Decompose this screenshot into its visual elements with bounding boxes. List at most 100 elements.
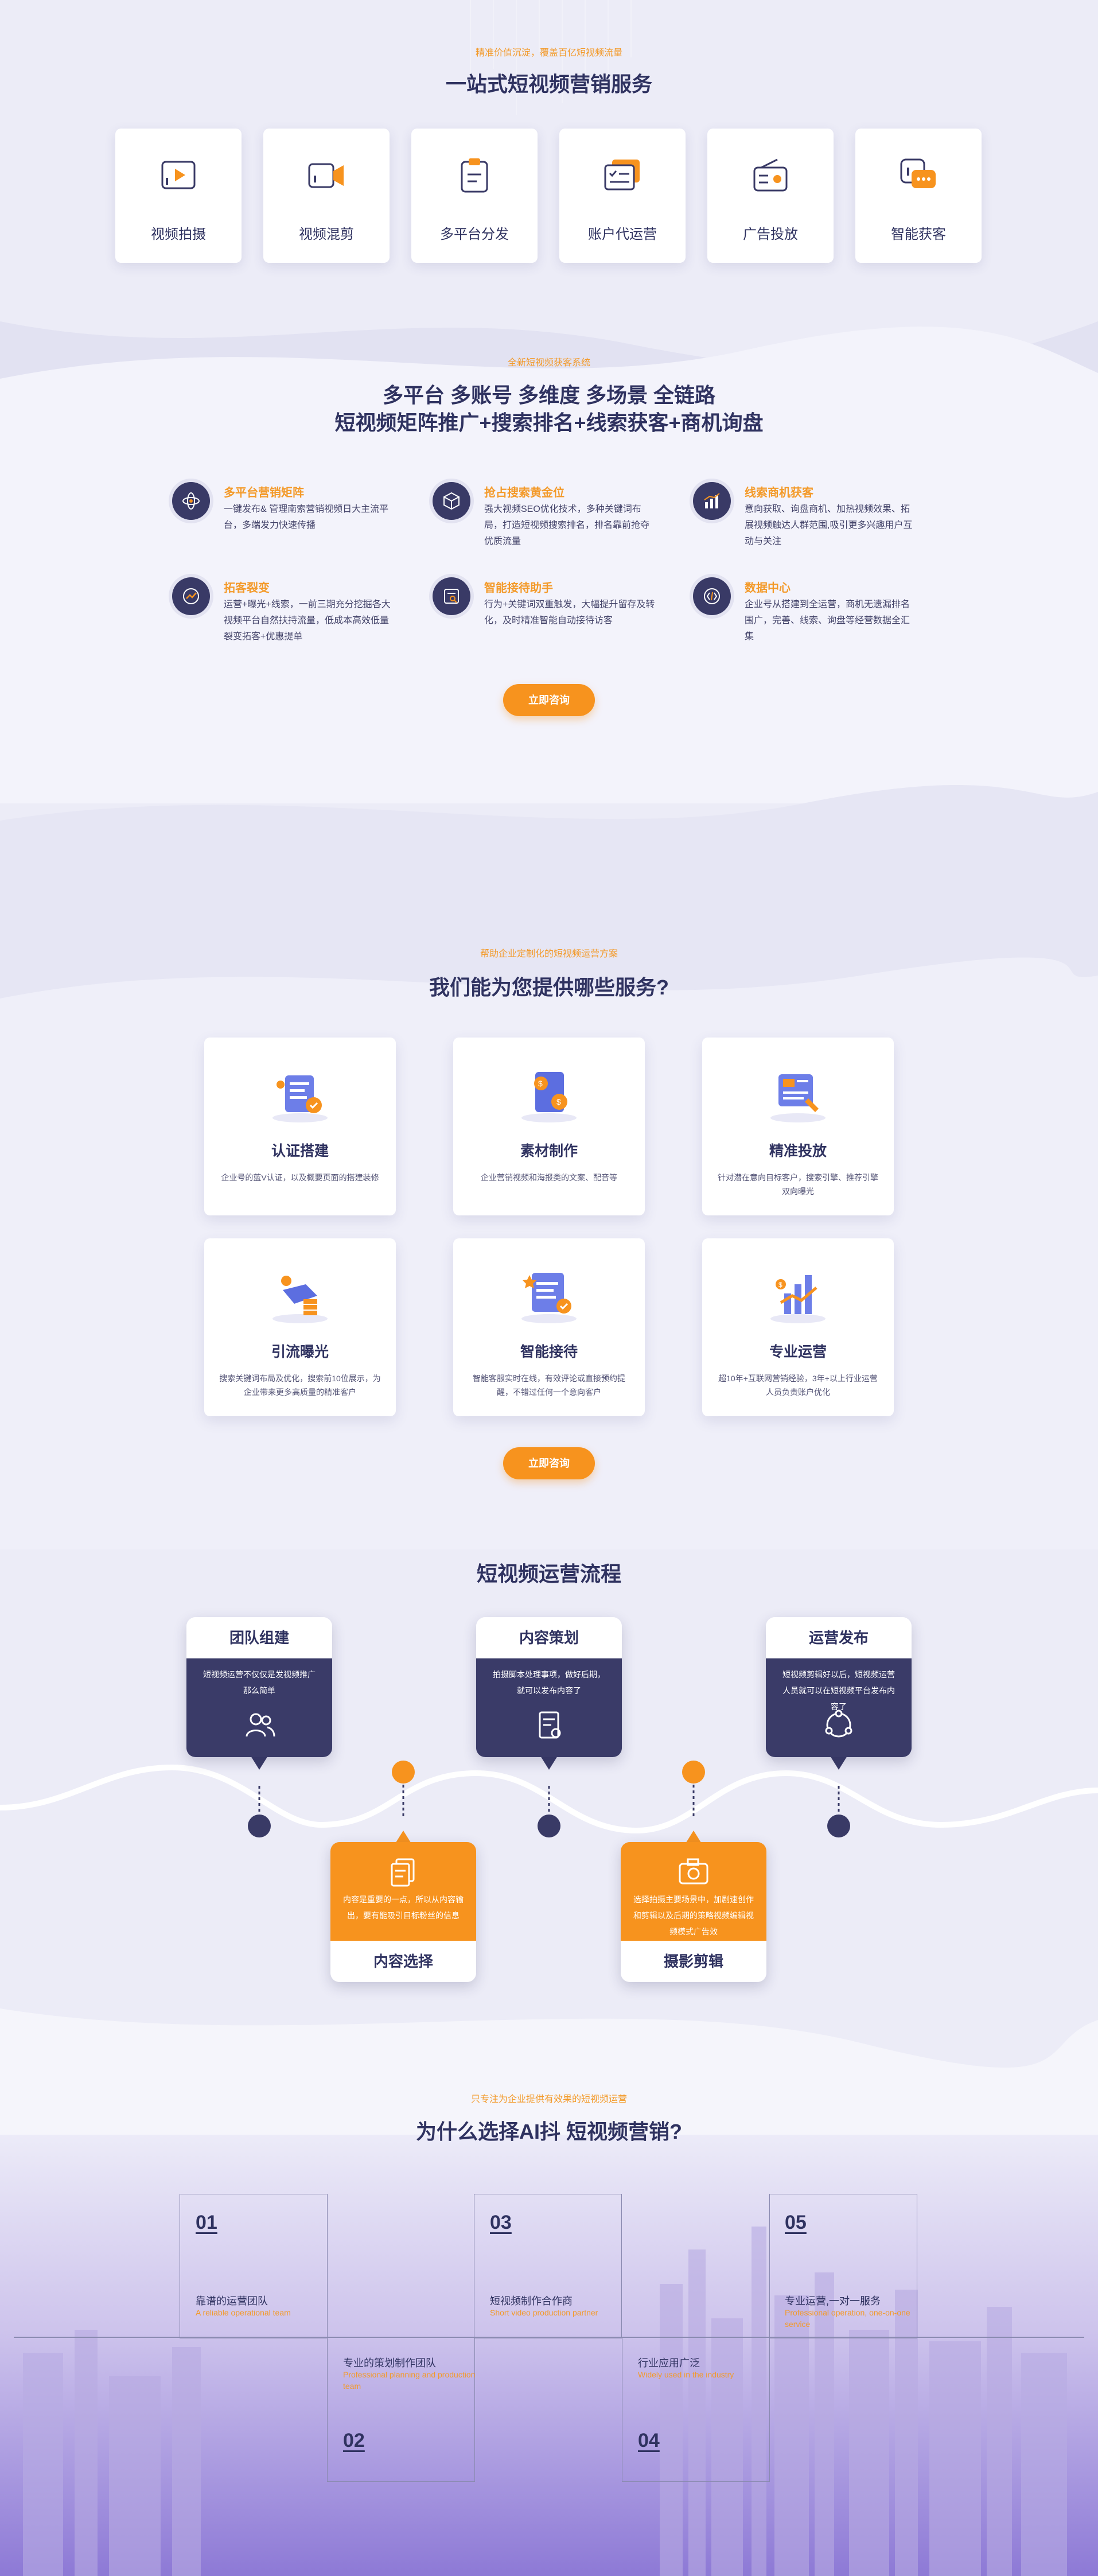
feature-leads: 线索商机获客 意向获取、询盘商机、加热视频效果、拓展视频触达人群范围,吸引更多兴… (693, 482, 934, 562)
offer-kicker: 帮助企业定制化的短视频运营方案 (480, 949, 618, 959)
video-play-icon (161, 161, 196, 189)
clipboard-icon (461, 158, 488, 193)
offer-card-desc: 搜索关键词布局及优化，搜索前10位展示，为企业带来更多高质量的精准客户 (219, 1374, 381, 1397)
why-item-en: Short video production partner (490, 2308, 598, 2317)
why-title: 为什么选择AI抖 短视频营销? (416, 2120, 682, 2143)
offer-card-material[interactable]: $ $ 素材制作 企业营销视频和海报类的文案、配音等 (453, 1038, 645, 1215)
process-step-title: 摄影剪辑 (621, 1941, 766, 1982)
process-step-publish: 运营发布 短视频剪辑好以后，短视频运营人员就可以在短视频平台发布内容了 (766, 1617, 912, 1757)
process-step-desc: 内容是重要的一点，所以从内容输出，要有能吸引目标粉丝的信息 (343, 1895, 464, 1920)
process-title: 短视频运营流程 (476, 1562, 621, 1586)
service-card-video-shooting[interactable]: 视频拍摄 (115, 129, 242, 263)
process-step-title: 运营发布 (766, 1617, 912, 1658)
process-step-title: 内容选择 (330, 1941, 476, 1982)
growth-chart-icon: $ (770, 1275, 826, 1323)
why-number: 03 (490, 2212, 512, 2233)
system-title-line1: 多平台 多账号 多维度 多场景 全链路 (382, 383, 715, 407)
service-card-account-operation[interactable]: 账户代运营 (559, 129, 686, 263)
why-box-05 (769, 2194, 917, 2338)
service-label: 智能获客 (891, 227, 946, 242)
service-card-ad-placement[interactable]: 广告投放 (707, 129, 834, 263)
svg-text:$: $ (778, 1281, 782, 1289)
cycle-icon (825, 1709, 852, 1738)
reception-icon (521, 1273, 577, 1323)
why-kicker: 只专注为企业提供有效果的短视频运营 (470, 2095, 627, 2104)
feature-search-rank: 抢占搜索黄金位 强大视频SEO优化技术，多种关键词布局，打造短视频搜索排名，排名… (433, 482, 673, 562)
why-item-en: Professional planning and production tea… (343, 2370, 476, 2391)
feature-fission: 拓客裂变 运营+曝光+线索，一前三期充分挖掘各大视频平台自然扶持流量，低成本高效… (172, 577, 413, 658)
service-card-video-mixing[interactable]: 视频混剪 (263, 129, 390, 263)
process-step-shoot-edit: 选择拍摄主要场景中，加剧速创作和剪辑以及后期的策略视频编辑视频模式广告效 摄影剪… (621, 1842, 766, 1982)
why-item-title: 专业运营,一对一服务 (785, 2295, 881, 2307)
bar-chart-icon (704, 493, 720, 508)
services-kicker: 精准价值沉淀，覆盖百亿短视频流量 (475, 48, 622, 58)
offer-card-smart-reception[interactable]: 智能接待 智能客服实时在线，有效评论或直接预约提醒，不错过任何一个意向客户 (453, 1238, 645, 1416)
offer-card-desc: 针对潜在意向目标客户，搜索引擎、推荐引擎双向曝光 (718, 1173, 878, 1196)
offer-card-title: 认证搭建 (271, 1143, 329, 1159)
process-step-team: 团队组建 短视频运营不仅仅是发视频推广那么简单 (186, 1617, 332, 1757)
feature-data-center: 数据中心 企业号从搭建到全运营，商机无遗漏排名围广，完善、线索、询盘等经营数据全… (693, 577, 934, 658)
why-item-title: 靠谱的运营团队 (196, 2295, 268, 2307)
feature-multi-platform: 多平台营销矩阵 一键发布& 管理南索营销视频日大主流平台，多端发力快速传播 (172, 482, 413, 562)
video-camera-icon (308, 163, 344, 188)
feature-desc: 企业号从搭建到全运营，商机无遗漏排名围广，完善、线索、询盘等经营数据全汇集 (745, 600, 910, 642)
feature-desc: 一键发布& 管理南索营销视频日大主流平台，多端发力快速传播 (224, 504, 389, 530)
offer-card-title: 精准投放 (769, 1143, 827, 1159)
process-step-desc: 拍摄脚本处理事项，做好后期，就可以发布内容了 (493, 1670, 605, 1695)
offer-card-title: 素材制作 (520, 1143, 578, 1159)
offer-title: 我们能为您提供哪些服务? (429, 976, 669, 999)
offer-card-pro-operation[interactable]: $ 专业运营 超10年+互联网营销经验，3年+以上行业运营人员负责账户优化 (702, 1238, 894, 1416)
feature-title: 智能接待助手 (484, 582, 553, 595)
feature-title: 拓客裂变 (224, 582, 270, 595)
cube-icon (443, 492, 460, 510)
service-label: 多平台分发 (440, 227, 509, 242)
why-number: 04 (638, 2430, 660, 2451)
ad-radio-icon (753, 158, 788, 192)
process-step-title: 内容策划 (476, 1617, 622, 1658)
process-step-desc: 选择拍摄主要场景中，加剧速创作和剪辑以及后期的策略视频编辑视频模式广告效 (633, 1895, 754, 1936)
why-box-04 (622, 2337, 770, 2482)
news-icon (770, 1074, 826, 1122)
data-icon (704, 588, 720, 604)
traffic-icon (272, 1276, 328, 1323)
trend-icon (183, 588, 199, 604)
team-icon (246, 1713, 275, 1737)
service-card-multi-platform[interactable]: 多平台分发 (411, 129, 538, 263)
why-divider (14, 2337, 1084, 2338)
document-icon (539, 1711, 561, 1739)
process-step-title: 团队组建 (186, 1617, 332, 1658)
why-item-title: 短视频制作合作商 (490, 2295, 573, 2307)
chat-bubble-icon (900, 158, 936, 188)
service-label: 视频拍摄 (151, 227, 206, 242)
service-label: 广告投放 (743, 227, 798, 242)
svg-text:$: $ (556, 1097, 561, 1106)
process-step-planning: 内容策划 拍摄脚本处理事项，做好后期，就可以发布内容了 (476, 1617, 622, 1757)
feature-title: 线索商机获客 (745, 487, 813, 499)
feature-desc: 运营+曝光+线索，一前三期充分挖掘各大视频平台自然扶持流量，低成本高效低量裂变拓… (224, 600, 391, 642)
consult-button-offer[interactable]: 立即咨询 (503, 1447, 595, 1479)
services-title: 一站式短视频营销服务 (445, 72, 652, 96)
system-title-line2: 短视频矩阵推广+搜索排名+线索获客+商机询盘 (334, 411, 764, 434)
feature-title: 抢占搜索黄金位 (484, 487, 564, 499)
why-box-01 (180, 2194, 328, 2338)
offer-card-traffic[interactable]: 引流曝光 搜索关键词布局及优化，搜索前10位展示，为企业带来更多高质量的精准客户 (204, 1238, 396, 1416)
offer-card-certification[interactable]: 认证搭建 企业号的蓝V认证，以及概要页面的搭建装修 (204, 1038, 396, 1215)
svg-text:$: $ (538, 1079, 543, 1088)
offer-card-precise-ads[interactable]: 精准投放 针对潜在意向目标客户，搜索引擎、推荐引擎双向曝光 (702, 1038, 894, 1215)
why-item-title: 行业应用广泛 (638, 2357, 700, 2369)
service-card-smart-acquisition[interactable]: 智能获客 (855, 129, 982, 263)
why-item-en: Widely used in the industry (638, 2370, 734, 2379)
certificate-icon (272, 1075, 328, 1122)
consult-button-system[interactable]: 立即咨询 (503, 684, 595, 716)
why-item-en: Professional operation, one-on-one servi… (785, 2308, 910, 2329)
system-kicker: 全新短视频获客系统 (507, 358, 590, 368)
offer-card-desc: 企业号的蓝V认证，以及概要页面的搭建装修 (221, 1173, 379, 1182)
feature-desc: 意向获取、询盘商机、加热视频效果、拓展视频触达人群范围,吸引更多兴趣用户互动与关… (745, 504, 913, 546)
feature-title: 数据中心 (745, 582, 791, 595)
process-step-desc: 短视频剪辑好以后，短视频运营人员就可以在短视频平台发布内容了 (782, 1670, 895, 1711)
why-number: 05 (785, 2212, 807, 2233)
why-box-03 (474, 2194, 622, 2338)
process-wave-line (0, 1756, 1098, 1844)
offer-card-desc: 超10年+互联网营销经验，3年+以上行业运营人员负责账户优化 (718, 1374, 878, 1397)
